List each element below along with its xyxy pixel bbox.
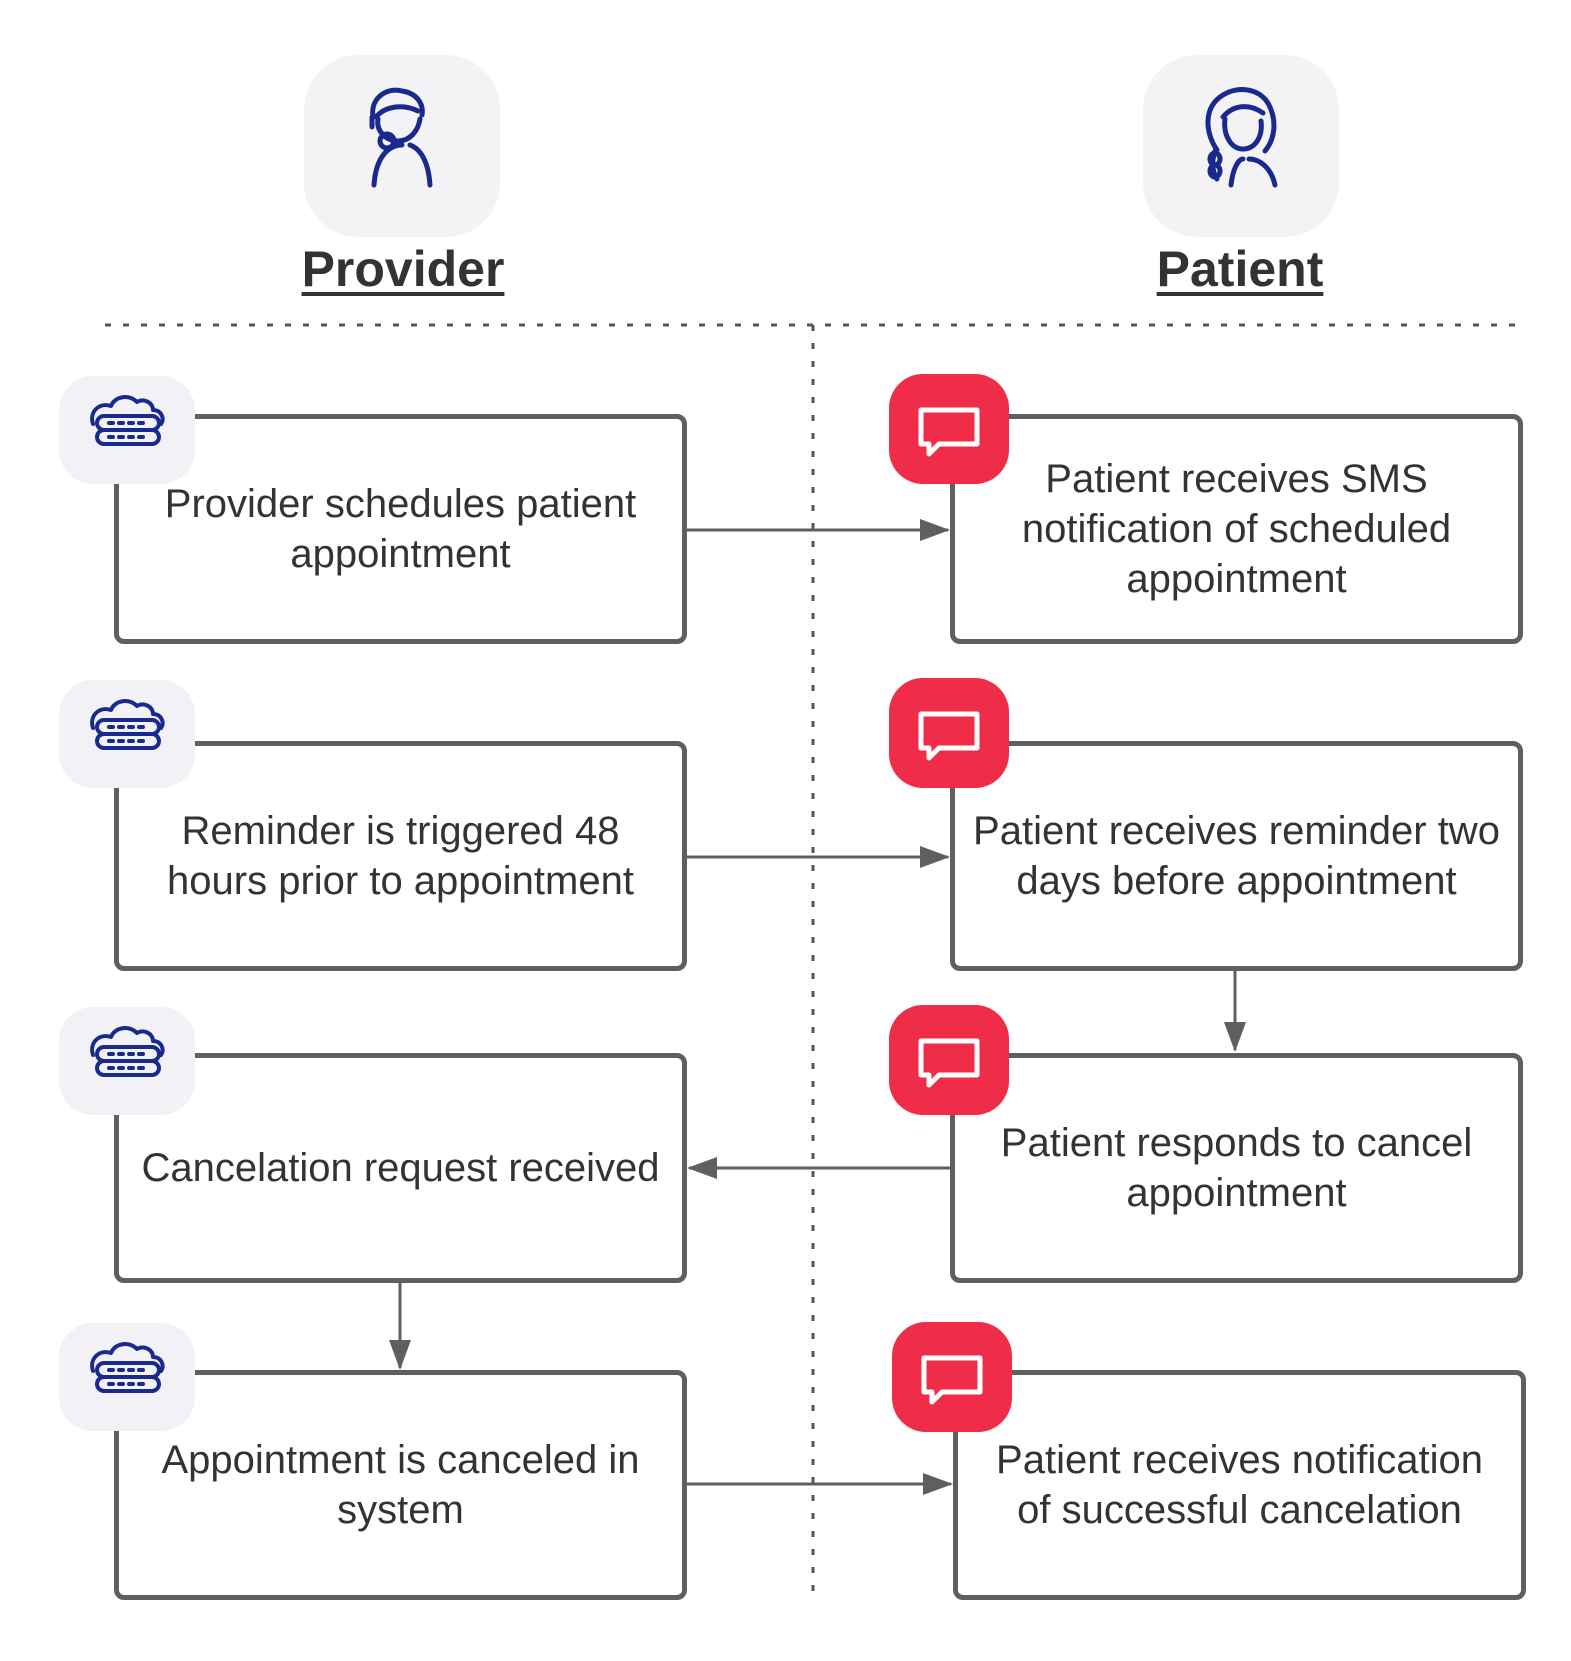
provider-step-3-badge: [59, 1007, 195, 1115]
provider-step-3-text: Cancelation request received: [141, 1146, 660, 1190]
chat-message-icon: [921, 1355, 983, 1405]
patient-step-4-text: Patient receives notification of success…: [996, 1438, 1483, 1532]
patient-step-3: Patient responds to cancel appointment: [950, 1053, 1523, 1283]
patient-step-3-badge: [889, 1005, 1009, 1115]
patient-step-1-badge: [889, 374, 1009, 484]
chat-message-icon: [918, 711, 980, 761]
patient-title: Patient: [1156, 241, 1324, 297]
provider-step-4: Appointment is canceled in system: [114, 1370, 687, 1600]
patient-step-3-text: Patient responds to cancel appointment: [1000, 1121, 1473, 1215]
provider-step-2-badge: [59, 680, 195, 788]
cloud-server-icon: [90, 395, 165, 446]
provider-step-2-text: Reminder is triggered 48 hours prior to …: [167, 809, 634, 903]
chat-message-icon: [918, 1038, 980, 1088]
provider-step-4-badge: [59, 1323, 195, 1431]
patient-step-2-badge: [889, 678, 1009, 788]
provider-step-4-text: Appointment is canceled in system: [161, 1438, 640, 1532]
provider-step-1: Provider schedules patient appointment: [114, 414, 687, 644]
provider-step-2: Reminder is triggered 48 hours prior to …: [114, 741, 687, 971]
provider-step-1-text: Provider schedules patient appointment: [164, 482, 637, 576]
cloud-server-icon: [90, 1026, 165, 1077]
chat-message-icon: [918, 407, 980, 457]
provider-title: Provider: [301, 241, 505, 297]
support-agent-icon: [369, 87, 433, 188]
provider-step-1-badge: [59, 376, 195, 484]
cloud-server-icon: [90, 699, 165, 750]
patient-woman-icon: [1205, 87, 1278, 188]
patient-step-4-badge: [892, 1322, 1012, 1432]
patient-avatar: [1143, 55, 1339, 237]
cloud-server-icon: [90, 1342, 165, 1393]
patient-step-1-text: Patient receives SMS notification of sch…: [1021, 457, 1452, 601]
patient-step-4: Patient receives notification of success…: [953, 1370, 1526, 1600]
patient-step-2: Patient receives reminder two days befor…: [950, 741, 1523, 971]
patient-step-2-text: Patient receives reminder two days befor…: [973, 809, 1500, 903]
provider-step-3: Cancelation request received: [114, 1053, 687, 1283]
provider-avatar: [304, 55, 500, 237]
patient-step-1: Patient receives SMS notification of sch…: [950, 414, 1523, 644]
